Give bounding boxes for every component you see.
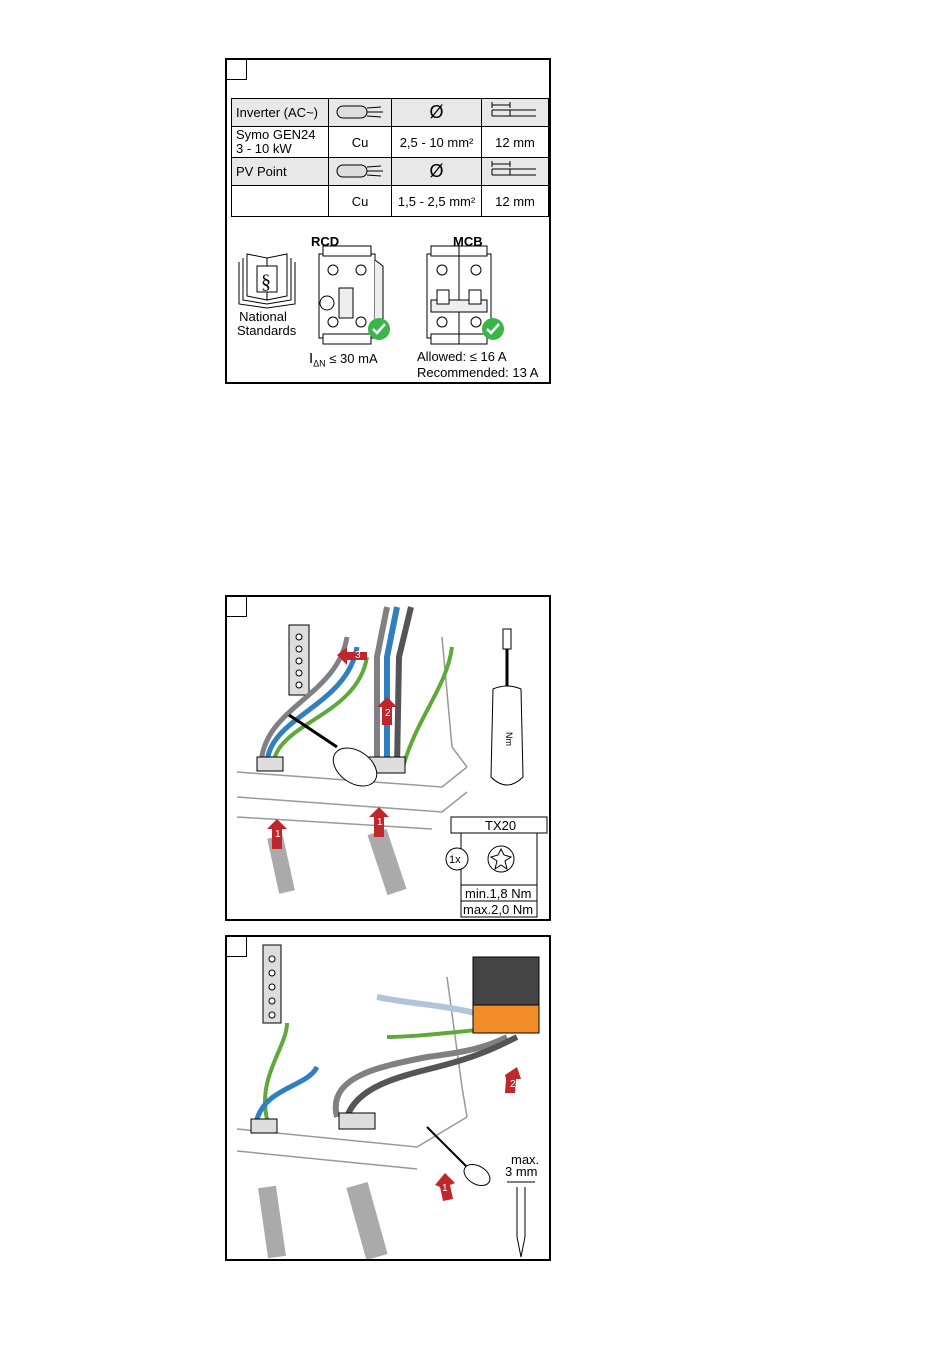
gap-label: 3 mm <box>505 1165 538 1179</box>
release-tool-icon <box>427 1127 494 1190</box>
mcb-title: MCB <box>453 235 483 249</box>
standards-line: Standards <box>237 323 296 338</box>
step-number: 1 <box>442 1182 448 1196</box>
mcb-device <box>427 246 491 344</box>
nm-label: Nm <box>502 732 516 746</box>
rcd-value: IΔN ≤ 30 mA <box>309 352 378 371</box>
national-standards-label: National Standards <box>237 310 289 338</box>
rcd-subscript: ΔN <box>313 359 326 369</box>
step-number: 2 <box>385 707 391 721</box>
tool-label: TX20 <box>485 819 516 833</box>
connector-step-panel: 1 2 max. 3 mm <box>225 935 551 1261</box>
push-in-connector <box>473 957 539 1033</box>
terminal-block <box>263 945 281 1023</box>
wiring-step-panel: 1 1 2 3 Nm TX20 1x min.1,8 Nm max.2,0 Nm <box>225 595 551 921</box>
step-number: 2 <box>510 1078 516 1092</box>
step-number: 1 <box>377 816 383 830</box>
mcb-recommended: Recommended: 13 A <box>417 366 538 380</box>
torque-screwdriver-icon <box>491 629 523 785</box>
screwdriver-tip-icon <box>507 1182 535 1257</box>
national-standards-book-icon: § <box>239 254 295 308</box>
svg-text:§: § <box>261 271 271 293</box>
rcd-check-icon <box>368 318 390 340</box>
mcb-check-icon <box>482 318 504 340</box>
step-number: 3 <box>355 649 361 663</box>
mcb-allowed: Allowed: ≤ 16 A <box>417 350 507 364</box>
rcd-title: RCD <box>311 235 339 249</box>
count-label: 1x <box>449 853 461 867</box>
step-number: 1 <box>275 828 281 842</box>
wiring-illustration <box>227 597 549 919</box>
cable-spec-panel: Inverter (AC~) Ø Symo GEN24 3 - 10 kW Cu… <box>225 58 551 384</box>
connector-illustration <box>227 937 549 1259</box>
torque-max: max.2,0 Nm <box>463 903 533 917</box>
standards-line: National <box>239 309 287 324</box>
rcd-limit: ≤ 30 mA <box>329 351 377 366</box>
torque-min: min.1,8 Nm <box>465 887 531 901</box>
terminal-block <box>289 625 309 695</box>
